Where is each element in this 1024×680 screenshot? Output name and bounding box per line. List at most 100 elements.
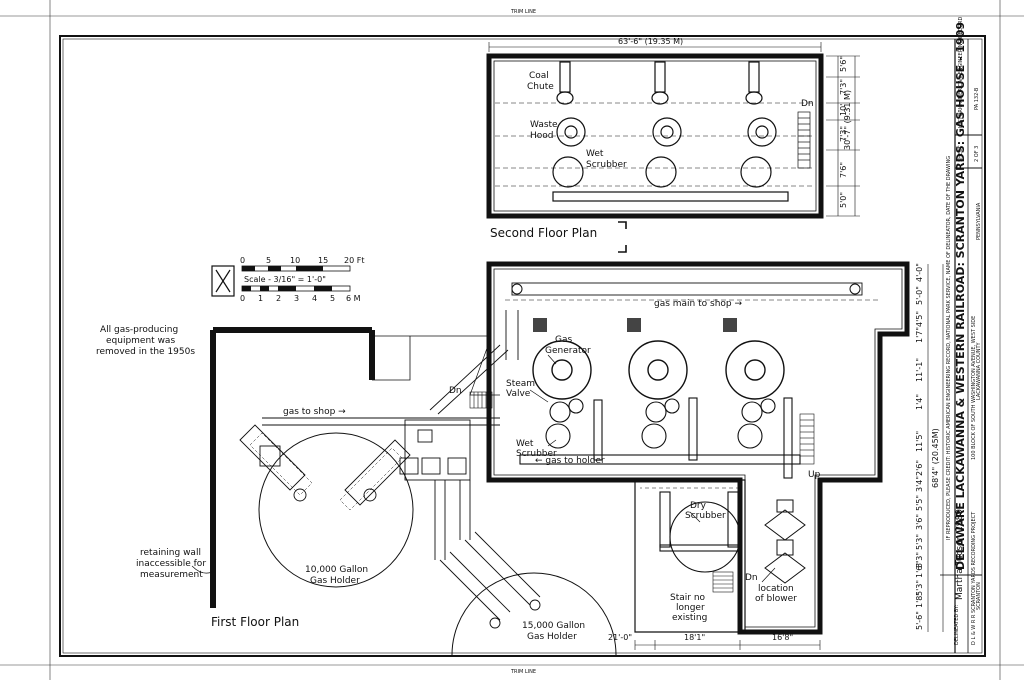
svg-text:5'-6": 5'-6" [915,611,924,630]
svg-text:0: 0 [240,294,245,303]
delineated-by-label: DELINEATED BY: [954,605,960,645]
svg-text:1'6": 1'6" [915,562,924,578]
svg-text:3'4": 3'4" [915,476,924,492]
bottom-dim-1: 21'-0" [608,633,632,642]
delineator: Martha Tucson 1989 [955,509,965,600]
svg-text:1'4": 1'4" [915,394,924,410]
first-floor-plan [191,261,944,656]
second-floor-plan [486,42,860,219]
first-floor-dn-left-label: Dn [449,386,462,396]
state: PENNSYLVANIA [976,202,982,240]
sheet-number: 2 OF 3 [974,146,980,162]
dry-scrubber-label-1: Dry [690,501,707,511]
holder-10000-label-1: 10,000 Gallon [305,565,368,575]
svg-text:7'3": 7'3" [839,126,848,142]
steam-valve-label-2: Valve [506,389,531,399]
bottom-dim-2: 18'1" [684,633,705,642]
second-floor-title: Second Floor Plan [490,226,597,240]
svg-text:4: 4 [312,294,317,303]
second-floor-depth-dim: 30'-7" (9.31 M) [843,90,852,150]
svg-text:5'5": 5'5" [915,495,924,511]
svg-text:11'5": 11'5" [915,431,924,452]
coal-chute-label-2: Chute [527,82,554,92]
svg-text:1'7": 1'7" [915,327,924,343]
second-floor-right-dims: 5'6" 7'3" 10' 7'3" 7'6" 5'0" [839,56,848,208]
wet-scrubber-lower-label-1: Wet [516,439,534,449]
svg-text:5'3": 5'3" [915,534,924,550]
steam-valve-label-1: Steam [506,379,535,389]
coal-chute-label-1: Coal [529,71,549,81]
gas-generator-label-2: Generator [545,346,591,356]
gas-generator-label-1: Gas [555,335,572,345]
svg-text:11'-1": 11'-1" [915,358,924,382]
gas-main-label: gas main to shop → [654,299,742,309]
dry-scrubber-label-2: Scrubber [685,511,726,521]
svg-text:10': 10' [839,104,848,116]
retaining-wall-label-1: retaining wall [140,548,201,558]
holder-10000-label-2: Gas Holder [310,576,360,586]
svg-text:3: 3 [294,294,299,303]
svg-text:2'6": 2'6" [915,460,924,476]
holder-15000-label-1: 15,000 Gallon [522,621,585,631]
stair-label-2: longer [676,603,705,613]
stair-label-1: Stair no [670,593,706,603]
holder-15000-label-2: Gas Holder [527,632,577,642]
bottom-dim-3: 16'8" [772,633,793,642]
trim-line-bottom-label: TRIM LINE [510,669,536,675]
first-floor-title: First Floor Plan [211,615,299,629]
title-block [940,39,982,653]
credit: IF REPRODUCED, PLEASE CREDIT: HISTORIC A… [946,156,952,540]
svg-text:15: 15 [318,256,328,265]
blower-label-1: location [758,584,794,594]
second-floor-dn-label: Dn [801,99,814,109]
north-arrow-icon [211,265,235,297]
second-floor-width-dim: 63'-6" (19.35 M) [618,37,683,46]
waste-hood-label-2: Hood [530,131,554,141]
svg-text:4'5": 4'5" [915,311,924,327]
svg-text:1'8": 1'8" [915,592,924,608]
wet-scrubber-lower-label-2: Scrubber [516,449,557,459]
scale-bar-metres [241,285,351,292]
note-line-1: All gas-producing [100,325,178,335]
total-depth-dim: 68'4" (20.45M) [931,428,940,488]
first-floor-right-dims: 4'-0" 5'-0" 4'5" 1'7" 11'-1" 1'4" 11'5" … [915,263,924,630]
retaining-wall-label-2: inaccessible for [136,559,206,569]
gas-to-shop-label: gas to shop → [283,407,346,417]
section-cut-marks [618,221,627,253]
note-line-2: equipment was [106,336,175,346]
svg-text:6 M: 6 M [346,294,361,303]
svg-text:5'3": 5'3" [915,552,924,568]
record-label: HISTORIC AMERICAN ENGINEERING RECORD [958,16,964,128]
svg-text:5'6": 5'6" [839,56,848,72]
city: SCRANTON [976,582,982,610]
svg-text:5'0": 5'0" [839,192,848,208]
note-line-3: removed in the 1950s [96,347,195,357]
scale-bar-feet [241,265,351,272]
project-name: D L & W R R SCRANTON YARDS RECORDING PRO… [971,511,977,645]
svg-text:5'-0": 5'-0" [915,286,924,305]
svg-text:2: 2 [276,294,281,303]
county: LACKAWANNA COUNTY [976,341,982,400]
scale-m-ticks: 0 1 2 3 4 5 6 M [240,294,361,303]
waste-hood-label-1: Waste [530,120,558,130]
svg-text:7'6": 7'6" [839,162,848,178]
stair-label-3: existing [672,613,707,623]
blower-label-2: of blower [755,594,797,604]
wet-scrubber-upper-label-2: Scrubber [586,160,627,170]
svg-text:0: 0 [240,256,245,265]
first-floor-dn-annex-label: Dn [745,573,758,583]
svg-text:3'6": 3'6" [915,514,924,530]
address: 100 BLOCK OF SOUTH WASHINGTON AVENUE, WE… [971,316,977,460]
trim-line-top-label: TRIM LINE [510,9,536,15]
svg-text:5'3": 5'3" [915,580,924,596]
svg-text:1: 1 [258,294,263,303]
svg-text:7'3": 7'3" [839,79,848,95]
record-number: PA 132-B [974,87,980,110]
sheet-label: SHEET [958,145,964,162]
sheet-inner-border [62,38,983,654]
gas-to-holder-label: ← gas to holder [535,456,605,466]
svg-text:4'-0": 4'-0" [915,263,924,282]
scale-ft-ticks: 0 5 10 15 20 Ft [240,256,364,265]
